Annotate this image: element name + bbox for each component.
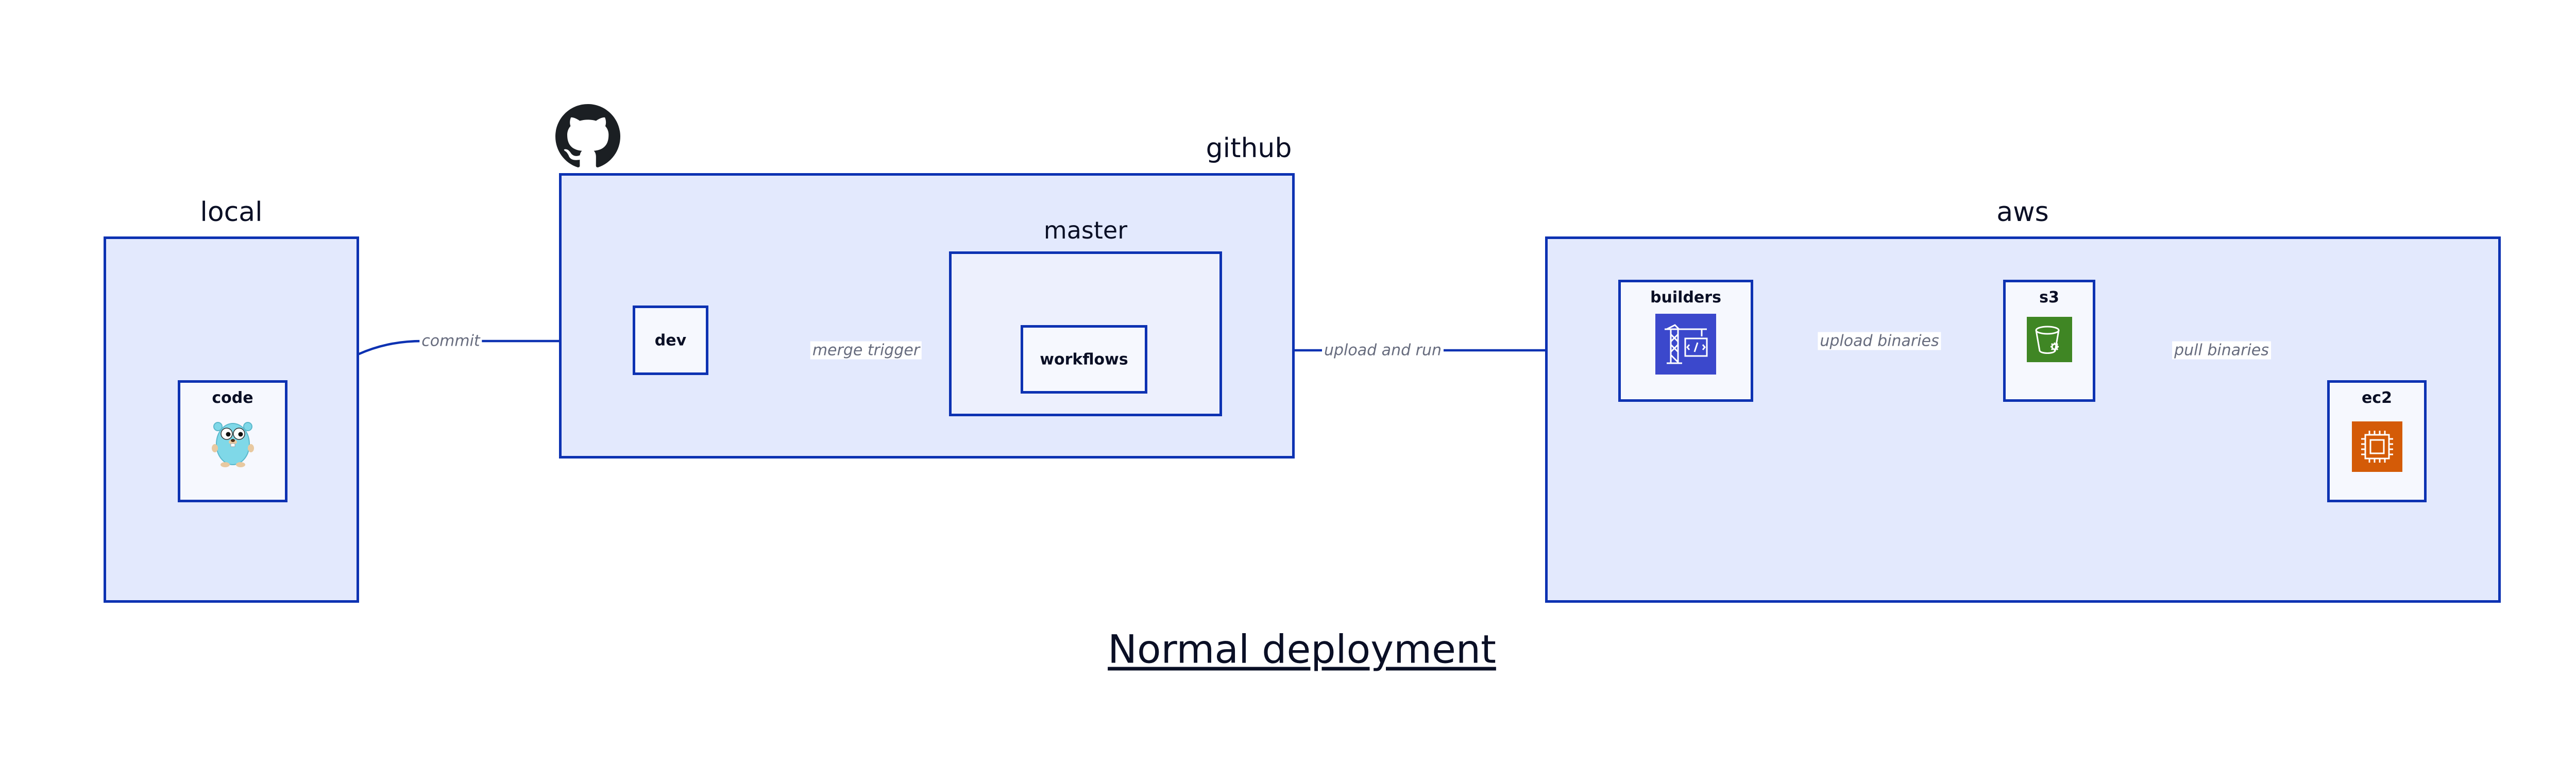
node-workflows-label: workflows <box>1040 350 1128 368</box>
node-code-label: code <box>212 389 253 407</box>
edge-merge-trigger-label: merge trigger <box>810 341 922 360</box>
node-dev-label: dev <box>654 331 687 349</box>
group-master-label: master <box>1043 216 1128 244</box>
aws-s3-bucket-icon <box>2026 317 2072 362</box>
node-builders-label: builders <box>1650 288 1721 307</box>
edge-pull-binaries-label: pull binaries <box>2172 341 2271 360</box>
edge-commit-label: commit <box>419 332 482 350</box>
node-s3-label: s3 <box>2039 288 2059 307</box>
node-workflows[interactable]: workflows <box>1021 325 1147 394</box>
aws-ec2-chip-icon <box>2351 421 2402 472</box>
edge-upload-binaries-label: upload binaries <box>1818 332 1941 350</box>
group-github-label: github <box>1206 133 1292 164</box>
diagram-title: Normal deployment <box>1108 626 1496 672</box>
edge-upload-and-run-label: upload and run <box>1321 341 1444 360</box>
node-builders[interactable]: builders <box>1618 280 1753 402</box>
aws-codebuild-icon <box>1655 314 1716 375</box>
node-s3[interactable]: s3 <box>2003 280 2095 402</box>
node-ec2-label: ec2 <box>2361 389 2392 407</box>
node-dev[interactable]: dev <box>633 305 708 375</box>
node-code[interactable]: code <box>178 380 287 502</box>
group-aws-label: aws <box>1996 197 2049 228</box>
gopher-icon <box>210 412 256 469</box>
group-local-label: local <box>200 197 263 228</box>
node-ec2[interactable]: ec2 <box>2327 380 2427 502</box>
github-icon <box>555 104 620 169</box>
